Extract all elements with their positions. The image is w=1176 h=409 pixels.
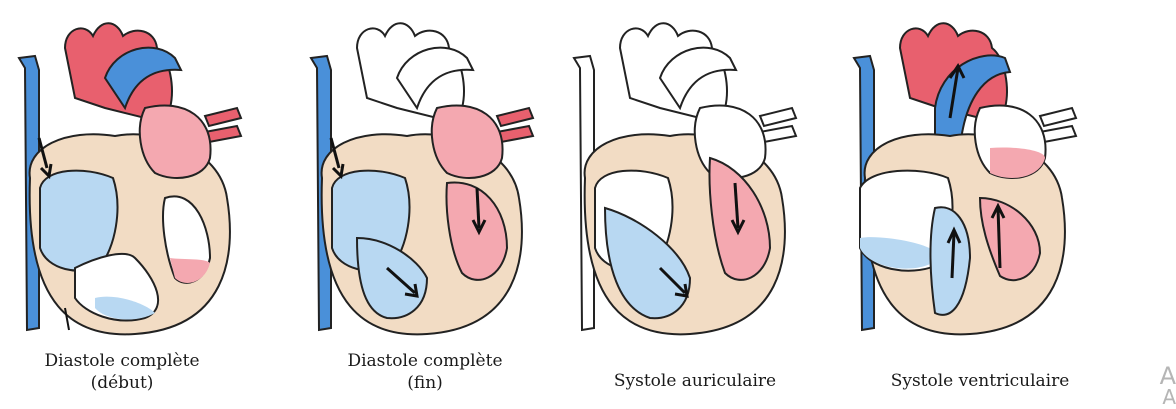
caption-diastole-fin-line2: (fin) (305, 372, 545, 394)
heart-systole-auriculaire (560, 8, 800, 343)
heart-diastole-debut-illustration (5, 8, 245, 343)
heart-diastole-fin (297, 8, 537, 343)
caption-systole-auriculaire-line1: Systole auriculaire (575, 370, 815, 392)
caption-diastole-fin: Diastole complète (fin) (305, 350, 545, 394)
caption-diastole-debut-line1: Diastole complète (2, 350, 242, 372)
heart-systole-auriculaire-illustration (560, 8, 800, 343)
heart-systole-ventriculaire (840, 8, 1080, 343)
caption-systole-ventriculaire-line1: Systole ventriculaire (860, 370, 1100, 392)
caption-diastole-debut-line2: (début) (2, 372, 242, 394)
caption-diastole-debut: Diastole complète (début) (2, 350, 242, 394)
caption-diastole-fin-line1: Diastole complète (305, 350, 545, 372)
heart-diastole-debut (5, 8, 245, 343)
watermark-line2: A (1162, 385, 1176, 409)
heart-diastole-fin-illustration (297, 8, 537, 343)
caption-systole-auriculaire: Systole auriculaire (575, 370, 815, 392)
caption-systole-ventriculaire: Systole ventriculaire (860, 370, 1100, 392)
heart-systole-ventriculaire-illustration (840, 8, 1080, 343)
